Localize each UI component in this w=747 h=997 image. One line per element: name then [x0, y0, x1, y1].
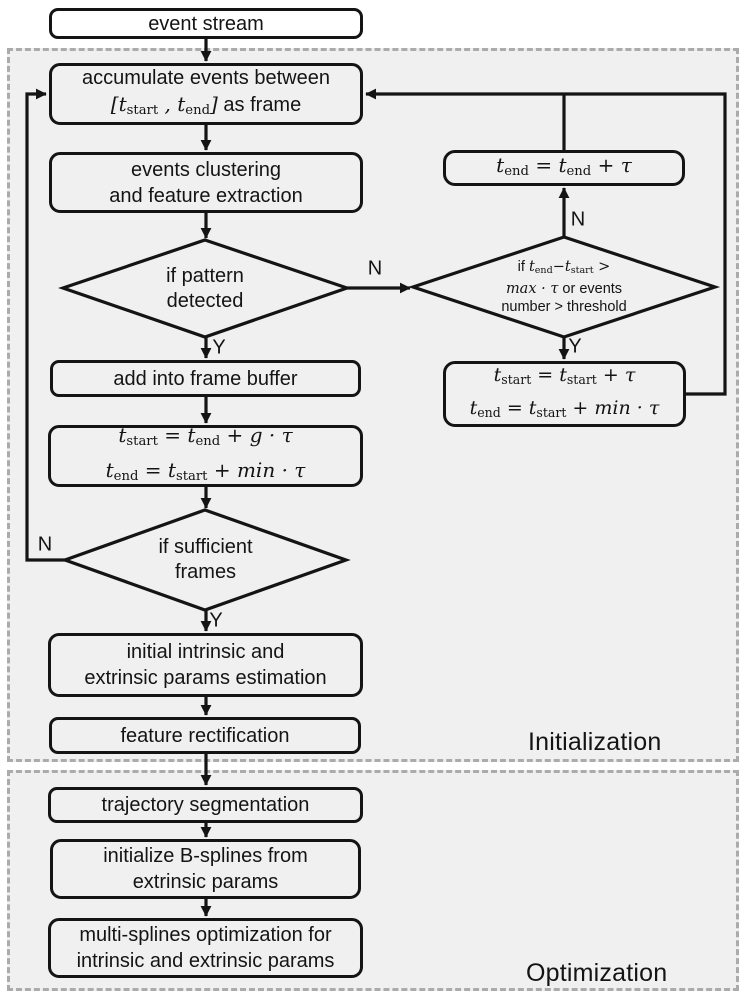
initialization-caption: Initialization [528, 728, 662, 756]
sufficient-yes-label: Y [209, 609, 223, 632]
add-frame-buffer-node: add into frame buffer [50, 360, 361, 397]
pattern-detected-diamond [58, 238, 352, 339]
event-stream-node: event stream [49, 8, 363, 39]
pattern-yes-label: Y [212, 336, 226, 359]
connectors [25, 39, 727, 917]
window-no-label: N [570, 208, 586, 231]
feature-rectification-node: feature rectification [49, 717, 361, 754]
pattern-no-label: N [367, 257, 383, 280]
window-yes-label: Y [568, 335, 582, 358]
decision-diamonds [58, 235, 721, 612]
edge-sufficient-no-loop-accumulate [25, 88, 65, 562]
edge-tstartupdate-loop-accumulate [365, 88, 727, 396]
accumulate-events-node: accumulate events between[tstart , tend]… [49, 63, 363, 125]
window-threshold-diamond [407, 235, 721, 339]
sufficient-frames-diamond [60, 508, 351, 612]
optimization-caption: Optimization [526, 959, 668, 987]
extend-tend-node: tend = tend + τ [443, 150, 685, 186]
trajectory-segmentation-node: trajectory segmentation [48, 787, 363, 823]
sufficient-no-label: N [37, 533, 53, 556]
